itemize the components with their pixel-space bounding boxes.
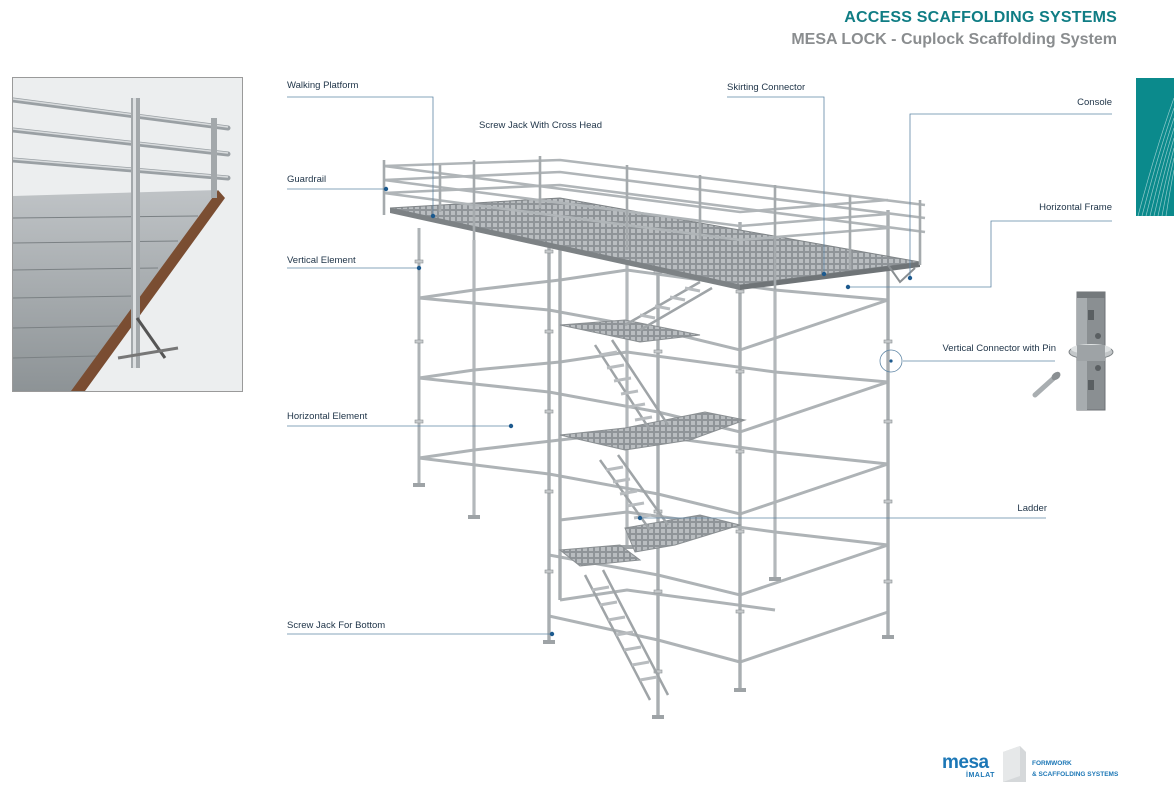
label-horizontal-frame: Horizontal Frame	[1039, 202, 1112, 213]
label-console: Console	[1077, 97, 1112, 108]
label-vertical-element: Vertical Element	[287, 255, 356, 266]
guardrails	[383, 158, 926, 242]
callout-dots	[383, 186, 913, 637]
pin-icon	[1032, 371, 1061, 398]
stair-landings	[558, 319, 747, 567]
mesa-logo-mark-icon	[1003, 746, 1026, 782]
label-ladder: Ladder	[1017, 503, 1047, 514]
left-tower	[417, 228, 561, 640]
logo-subword: İMALAT	[966, 772, 995, 779]
decorative-side-tab	[1136, 78, 1174, 216]
callout-leader-lines	[287, 96, 1112, 635]
label-vertical-connector-pin: Vertical Connector with Pin	[942, 343, 1056, 354]
logo-wordmark: mesa	[942, 752, 989, 773]
logo-tagline-1: FORMWORK	[1032, 760, 1072, 767]
cup-nodes	[414, 249, 893, 674]
guardrail-detail-inset	[12, 77, 243, 392]
vertical-connector-highlight	[879, 349, 903, 373]
base-plates	[413, 483, 894, 719]
label-walking-platform: Walking Platform	[287, 80, 359, 91]
mesa-brand-logo: mesa İMALAT FORMWORK & SCAFFOLDING SYSTE…	[942, 747, 1142, 783]
main-verticals	[547, 205, 890, 715]
guardrail-posts	[382, 156, 922, 290]
stair-treads	[591, 286, 701, 682]
label-screw-jack-bottom: Screw Jack For Bottom	[287, 620, 386, 631]
label-skirting-connector: Skirting Connector	[727, 82, 806, 93]
wave-pattern-icon	[1137, 97, 1174, 216]
guardrail-detail-drawing	[13, 78, 242, 391]
platform-edge-right	[740, 262, 920, 290]
platform-edge	[390, 208, 740, 290]
vertical-connector-pin-detail	[1068, 291, 1114, 411]
page-title: ACCESS SCAFFOLDING SYSTEMS	[844, 9, 1117, 26]
page-subtitle: MESA LOCK - Cuplock Scaffolding System	[791, 31, 1117, 48]
logo-tagline-2: & SCAFFOLDING SYSTEMS	[1032, 771, 1119, 778]
label-horizontal-element: Horizontal Element	[287, 411, 368, 422]
label-screw-jack-cross-head: Screw Jack With Cross Head	[479, 120, 603, 131]
label-guardrail: Guardrail	[287, 174, 327, 185]
